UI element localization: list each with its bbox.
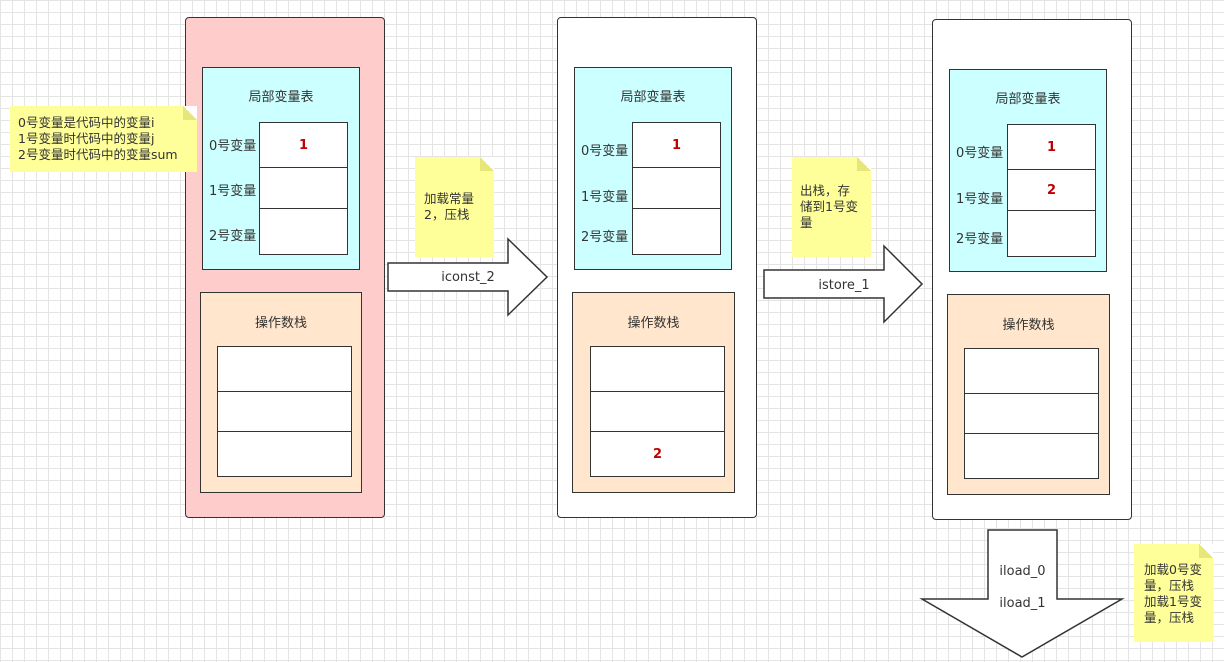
stack-slot-0 <box>217 346 352 392</box>
note-line: 量 <box>800 215 813 230</box>
note-line: 量，压栈 <box>1144 578 1195 593</box>
note-line: 加载0号变 <box>1144 562 1202 577</box>
note-line: 1号变量时代码中的变量j <box>18 131 155 146</box>
ops-title: 操作数栈 <box>627 316 680 331</box>
stack-slot-1 <box>964 393 1099 434</box>
istore-note: 出栈，存 储到1号变 量 <box>792 157 871 257</box>
ops-title: 操作数栈 <box>1002 318 1055 333</box>
note-line: 2，压栈 <box>424 207 470 222</box>
iload-arrow <box>919 529 1125 658</box>
stack-slot-0 <box>590 346 725 392</box>
stack-slot-2: 2 <box>590 431 725 477</box>
lvt-title: 局部变量表 <box>995 92 1061 107</box>
stack-slot-2 <box>217 431 352 477</box>
iload-1-label: iload_1 <box>999 596 1046 611</box>
iconst-label: iconst_2 <box>441 270 495 285</box>
var-label-1: 1号变量 <box>209 184 257 199</box>
var-slot-2 <box>632 208 721 255</box>
note-line: 2号变量时代码中的变量sum <box>18 147 178 162</box>
iload-0-label: iload_0 <box>999 564 1046 579</box>
note-line: 出栈，存 <box>800 183 851 198</box>
var-label-2: 2号变量 <box>581 230 629 245</box>
stack-slot-1 <box>217 391 352 432</box>
ops-title: 操作数栈 <box>254 316 307 331</box>
iconst-arrow <box>387 237 549 317</box>
note-line: 加载1号变 <box>1144 594 1202 609</box>
iconst-note: 加载常量 2，压栈 <box>415 157 494 257</box>
note-line: 0号变量是代码中的变量i <box>18 115 155 130</box>
note-line: 储到1号变 <box>800 199 858 214</box>
stack-slot-2 <box>964 433 1099 479</box>
var-slot-0: 1 <box>632 122 721 168</box>
var-label-1: 1号变量 <box>581 190 629 205</box>
var-label-2: 2号变量 <box>209 229 257 244</box>
lvt-title: 局部变量表 <box>248 90 314 105</box>
istore-label: istore_1 <box>818 278 870 293</box>
var-label-2: 2号变量 <box>956 232 1004 247</box>
var-label-1: 1号变量 <box>956 192 1004 207</box>
var-label-0: 0号变量 <box>956 146 1004 161</box>
variables-note: 0号变量是代码中的变量i 1号变量时代码中的变量j 2号变量时代码中的变量sum <box>10 106 197 172</box>
var-slot-1 <box>259 167 348 209</box>
var-slot-2 <box>259 208 348 255</box>
note-line: 加载常量 <box>424 191 475 206</box>
var-slot-1 <box>632 167 721 209</box>
istore-arrow <box>763 244 924 324</box>
var-slot-0: 1 <box>259 122 348 168</box>
var-slot-2 <box>1007 210 1096 257</box>
note-line: 量，压栈 <box>1144 610 1195 625</box>
lvt-title: 局部变量表 <box>620 90 686 105</box>
var-slot-0: 1 <box>1007 124 1096 170</box>
var-label-0: 0号变量 <box>209 139 257 154</box>
iload-note: 加载0号变 量，压栈 加载1号变 量，压栈 <box>1134 544 1213 642</box>
var-label-0: 0号变量 <box>581 144 629 159</box>
